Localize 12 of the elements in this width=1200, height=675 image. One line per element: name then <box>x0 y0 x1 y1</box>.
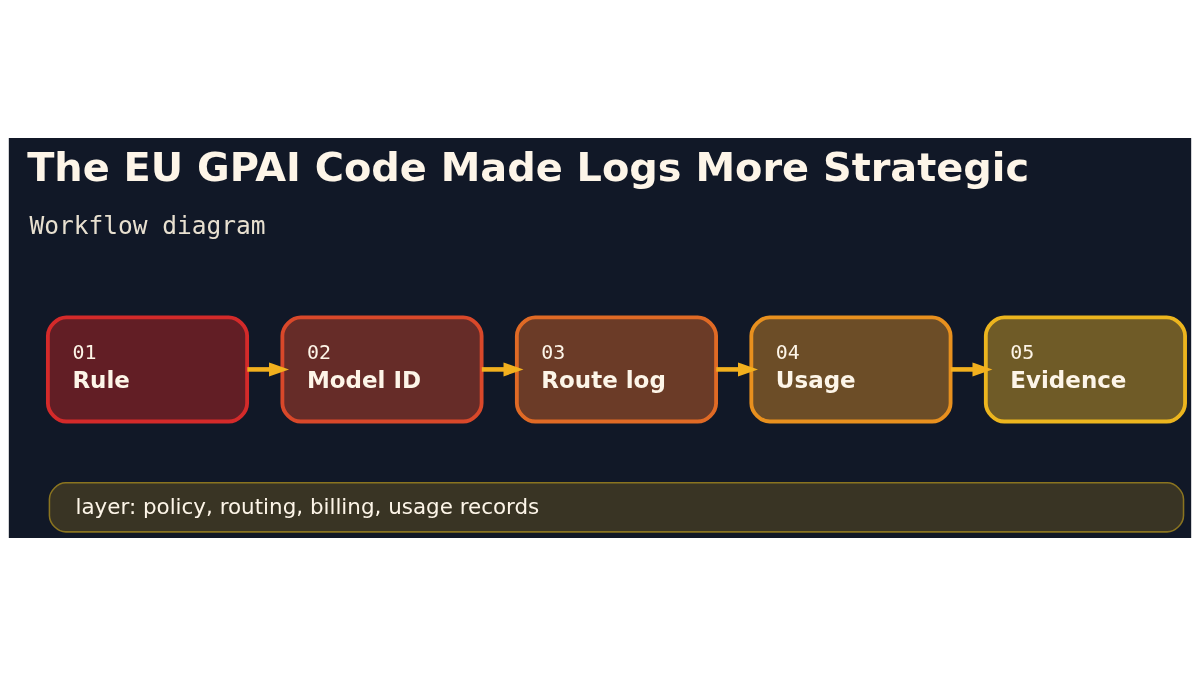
node-box: 03 Route log <box>514 314 718 423</box>
arrow <box>950 361 993 376</box>
arrow <box>247 361 289 376</box>
node-box: 04 Usage <box>749 314 953 423</box>
arrow <box>716 361 758 376</box>
node-box: 05 Evidence <box>983 314 1187 423</box>
node-box: 02 Model ID <box>280 314 484 423</box>
label: Workflow diagram <box>29 210 266 240</box>
arrow <box>481 361 524 376</box>
node-box: 01 Rule <box>45 314 250 423</box>
diagram-title: The EU GPAI Code Made Logs More Strategic <box>27 143 1030 190</box>
node-box: layer: policy, routing, billing, usage records <box>48 481 1185 533</box>
